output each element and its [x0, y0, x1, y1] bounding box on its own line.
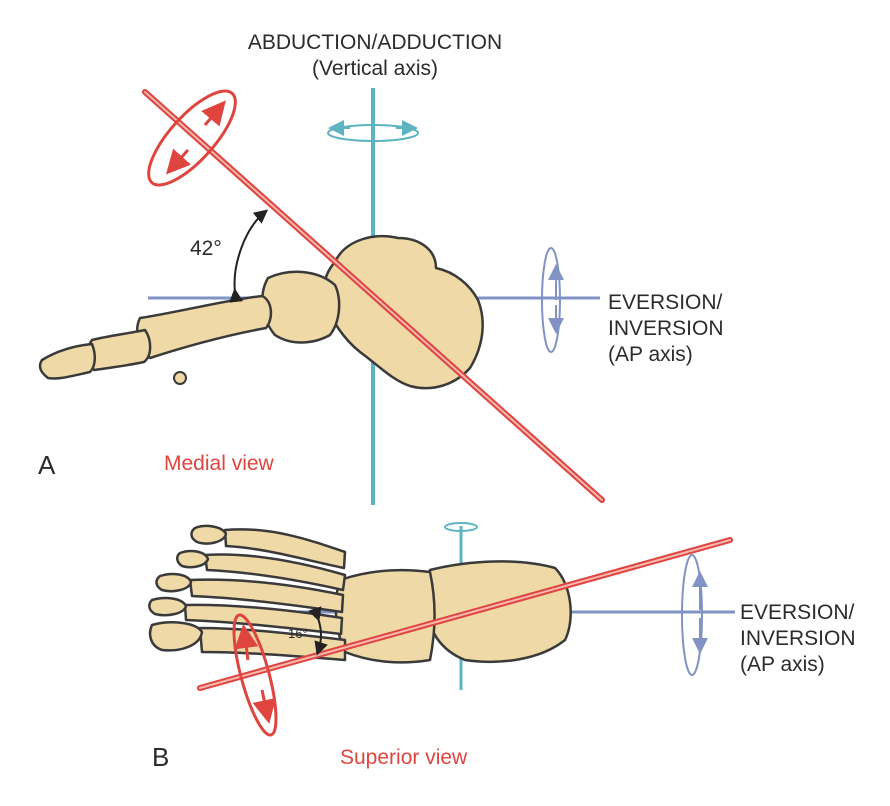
ap-axis-b-line1: EVERSION/	[740, 601, 855, 624]
ap-axis-a-line3: (AP axis)	[608, 343, 693, 366]
oblique-arrow-down-b	[252, 689, 276, 724]
panel-letter-b: B	[152, 742, 170, 772]
medial-view-label: Medial view	[164, 452, 274, 475]
vertical-axis-sublabel: (Vertical axis)	[311, 57, 439, 80]
eversion-rotation-arrow-a	[541, 247, 561, 353]
angle-arc-b	[308, 606, 328, 656]
sesamoid	[173, 371, 187, 385]
ap-axis-b-line3: (AP axis)	[740, 653, 825, 676]
oblique-axis-a-highlight	[144, 91, 603, 501]
oblique-rotation-arrow-a	[147, 89, 237, 187]
vertical-axis-label: ABDUCTION/ADDUCTION	[247, 31, 503, 54]
vertical-rotation-arrow-b	[444, 522, 478, 532]
eversion-rotation-arrow-b	[681, 554, 703, 676]
ap-axis-b-line2: INVERSION	[740, 627, 856, 650]
ap-axis-label-b: EVERSION/ INVERSION (AP axis)	[740, 600, 856, 678]
ap-axis-label-a: EVERSION/ INVERSION (AP axis)	[608, 290, 724, 368]
angle-label-b: 16°	[288, 626, 308, 641]
oblique-arrow-up-a	[201, 100, 226, 127]
ap-axis-a-line2: INVERSION	[608, 317, 724, 340]
ap-axis-a-line1: EVERSION/	[608, 291, 723, 314]
oblique-axis-b-highlight	[199, 539, 731, 689]
vertical-axis-title: ABDUCTION/ADDUCTION (Vertical axis)	[225, 30, 525, 82]
superior-view-label: Superior view	[340, 746, 468, 769]
angle-arc-a	[229, 209, 269, 303]
angle-label-a: 42°	[190, 237, 222, 260]
oblique-arrow-down-a	[165, 148, 191, 175]
panel-letter-a: A	[38, 450, 56, 480]
oblique-rotation-arrow-b	[232, 613, 278, 737]
foot-medial-view	[38, 234, 484, 390]
oblique-arrow-up-b	[234, 624, 259, 661]
